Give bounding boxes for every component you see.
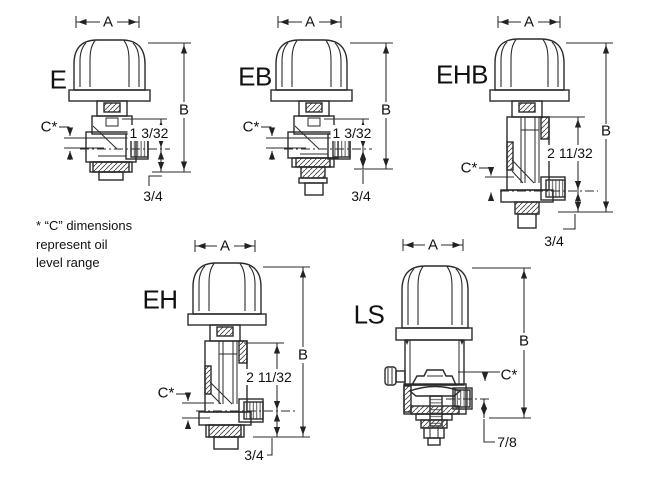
figure-ls-dim-b-label: B bbox=[518, 332, 530, 350]
note-line-1: * “C” dimensions bbox=[36, 218, 133, 233]
dome-ribs bbox=[281, 40, 342, 87]
figure-e-dim-bottom-label: 3/4 bbox=[143, 188, 163, 204]
figure-eh-dimensions bbox=[176, 240, 310, 456]
adjuster-knob bbox=[384, 366, 397, 386]
figure-eh-drawing bbox=[187, 262, 267, 450]
figure-eb-dim-b-label: B bbox=[380, 101, 392, 119]
figure-ls-dim-a-label: A bbox=[427, 236, 439, 254]
dome-ribs bbox=[407, 266, 463, 325]
figure-eh-dim-c-label: C* bbox=[157, 384, 175, 402]
dome-ribs bbox=[500, 39, 559, 87]
figure-e-dim-c-label: C* bbox=[40, 118, 58, 136]
note-line-3: level range bbox=[36, 255, 100, 270]
oil-level-note: * “C” dimensions represent oil level ran… bbox=[36, 217, 132, 273]
figure-e-dim-port-top-label: 1 3/32 bbox=[127, 125, 171, 141]
figure-ls-dimensions bbox=[402, 239, 531, 443]
note-line-2: represent oil bbox=[36, 236, 108, 252]
figure-eh-dim-a-label: A bbox=[219, 237, 231, 255]
figure-ehb-dimensions bbox=[479, 16, 613, 230]
figure-eb-dim-a-label: A bbox=[304, 13, 316, 31]
figure-ehb-dim-c-label: C* bbox=[460, 159, 478, 177]
dome-ribs bbox=[198, 263, 256, 311]
flange-screws bbox=[405, 340, 464, 345]
figure-ls-label: LS bbox=[353, 299, 385, 330]
figure-ls-dim-bottom-label: 7/8 bbox=[497, 434, 517, 450]
figure-ls-drawing bbox=[384, 265, 473, 446]
figure-ls-dim-c-label: C* bbox=[500, 366, 518, 384]
bonnet bbox=[410, 369, 458, 386]
figure-e-label: E bbox=[49, 64, 67, 95]
figure-eb-dim-port-top-label: 1 3/32 bbox=[330, 125, 374, 141]
figure-eh-label: EH bbox=[142, 284, 178, 315]
figure-eb-drawing bbox=[270, 39, 353, 196]
figure-e-dim-a-label: A bbox=[102, 13, 114, 31]
figure-ehb-drawing bbox=[489, 38, 570, 229]
figure-ehb-dim-bottom-label: 3/4 bbox=[544, 233, 564, 249]
figure-eb-dim-bottom-label: 3/4 bbox=[351, 188, 371, 204]
figure-ehb-dim-a-label: A bbox=[523, 13, 535, 31]
figure-eb-label: EB bbox=[238, 61, 272, 92]
figure-ehb-dim-b-label: B bbox=[600, 122, 612, 140]
figure-ehb-dim-port-top-label: 2 11/32 bbox=[545, 145, 595, 161]
figure-eb-dim-c-label: C* bbox=[242, 118, 260, 136]
figure-eh-dim-bottom-label: 3/4 bbox=[244, 447, 264, 463]
figure-eh-dim-b-label: B bbox=[297, 346, 309, 364]
figure-e-drawing bbox=[68, 39, 151, 181]
dome-ribs bbox=[79, 40, 140, 87]
figure-eh-dim-port-top-label: 2 11/32 bbox=[244, 369, 294, 385]
figure-e-dim-b-label: B bbox=[178, 101, 190, 119]
figure-ehb-label: EHB bbox=[436, 59, 488, 90]
figure-e-dimensions bbox=[59, 16, 191, 186]
